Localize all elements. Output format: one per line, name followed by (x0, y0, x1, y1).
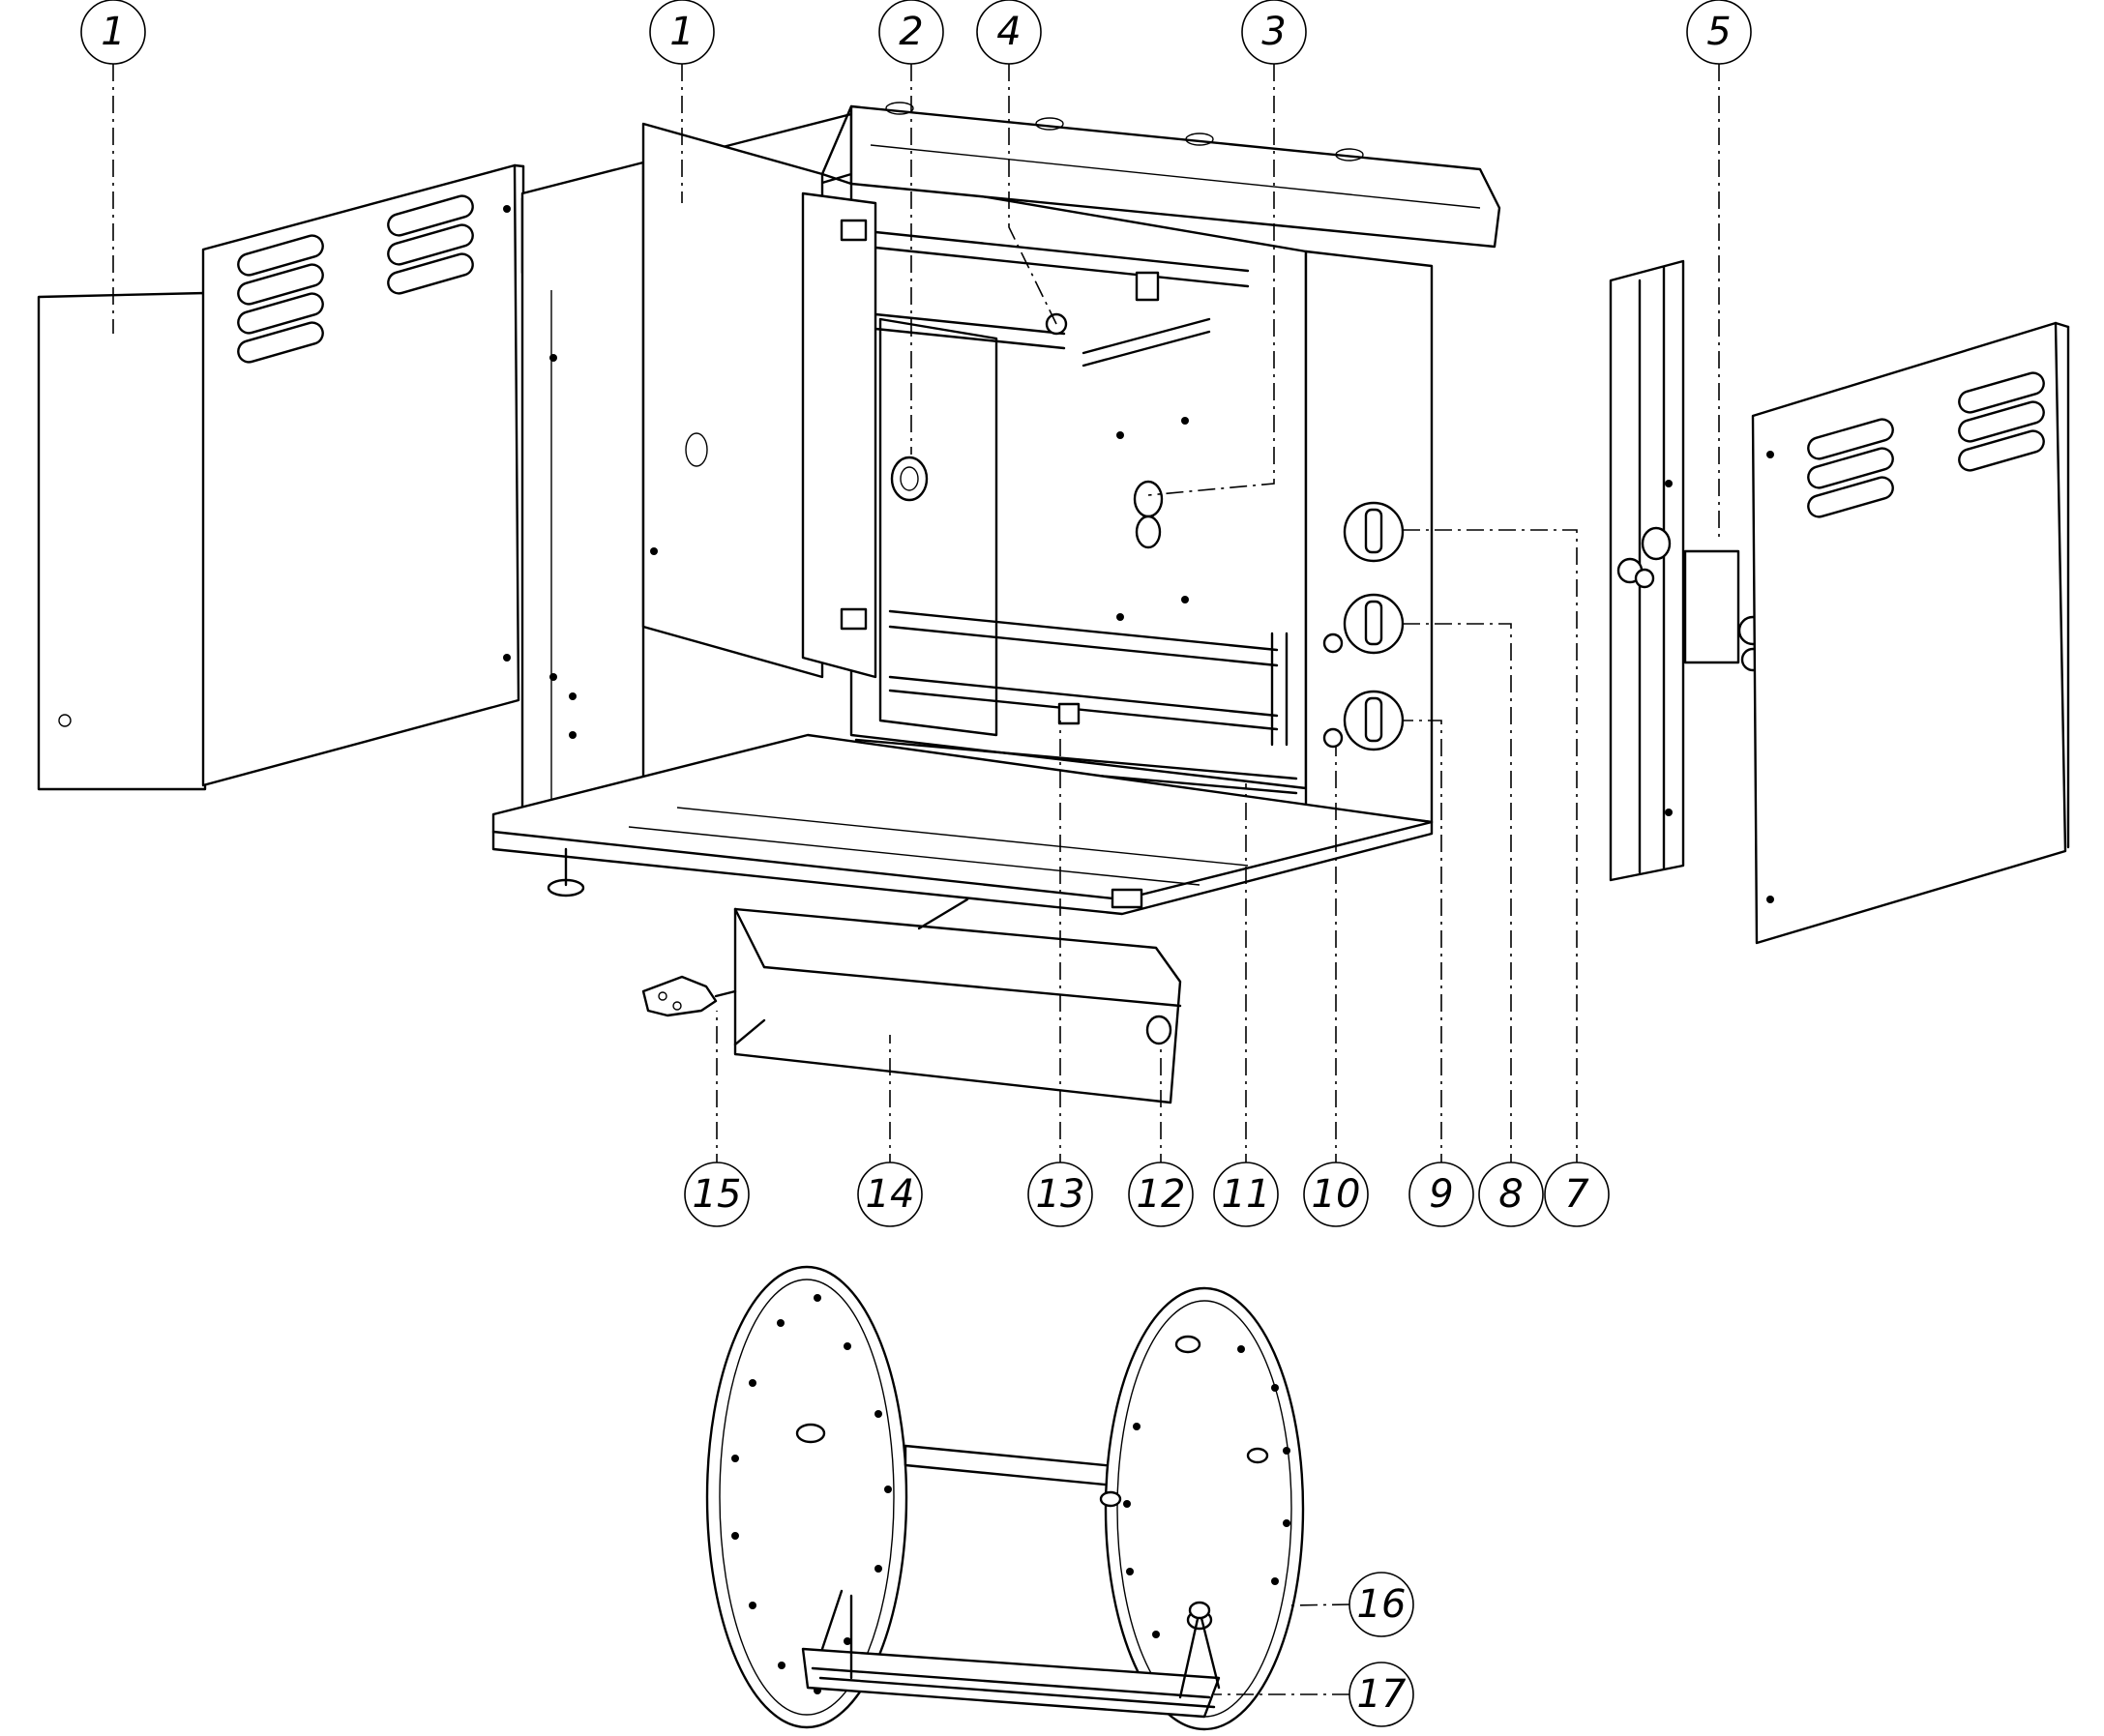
callout-11: 11 (1213, 1162, 1279, 1227)
callout-label: 12 (1137, 1172, 1186, 1217)
callout-14: 14 (857, 1162, 923, 1227)
callout-3: 3 (1241, 0, 1307, 65)
callout-1b: 1 (649, 0, 715, 65)
callout-4: 4 (976, 0, 1042, 65)
left-door-panel (37, 291, 207, 791)
right-panel-vents (1807, 371, 2045, 518)
callout-label: 14 (866, 1172, 915, 1217)
callout-label: 3 (1261, 10, 1286, 54)
callout-17: 17 (1348, 1662, 1414, 1727)
callout-12: 12 (1128, 1162, 1194, 1227)
callout-label: 16 (1357, 1582, 1407, 1627)
cabinet-body (491, 102, 1501, 916)
callout-label: 2 (899, 10, 923, 54)
side-panel-vents (237, 194, 474, 364)
callout-label: 5 (1706, 10, 1731, 54)
callout-9: 9 (1408, 1162, 1474, 1227)
callout-16: 16 (1348, 1572, 1414, 1637)
right-louvred-side-panel (1751, 321, 2070, 945)
callout-label: 1 (101, 10, 125, 54)
callout-8: 8 (1478, 1162, 1544, 1227)
rotisserie-drum (705, 1265, 1305, 1731)
callout-label: 17 (1357, 1672, 1407, 1717)
leader-lines (112, 64, 1720, 1695)
callout-5: 5 (1686, 0, 1752, 65)
callout-label: 13 (1036, 1172, 1085, 1217)
callout-label: 15 (693, 1172, 742, 1217)
callout-15: 15 (684, 1162, 750, 1227)
callout-7: 7 (1544, 1162, 1610, 1227)
callout-2: 2 (878, 0, 944, 65)
left-louvred-side-panel (201, 163, 525, 787)
front-hinged-door (641, 122, 877, 679)
callout-1a: 1 (80, 0, 146, 65)
callout-label: 9 (1429, 1172, 1453, 1217)
callout-label: 1 (669, 10, 694, 54)
callout-label: 11 (1222, 1172, 1271, 1217)
callout-label: 8 (1498, 1172, 1523, 1217)
callout-10: 10 (1303, 1162, 1369, 1227)
callout-label: 7 (1564, 1172, 1589, 1217)
motor-bracket (1609, 259, 1768, 882)
callout-13: 13 (1027, 1162, 1093, 1227)
callout-label: 4 (996, 10, 1021, 54)
cable-channel (733, 897, 1182, 1104)
drum-basket (801, 1589, 1221, 1719)
callout-label: 10 (1312, 1172, 1361, 1217)
power-plug (641, 975, 737, 1017)
